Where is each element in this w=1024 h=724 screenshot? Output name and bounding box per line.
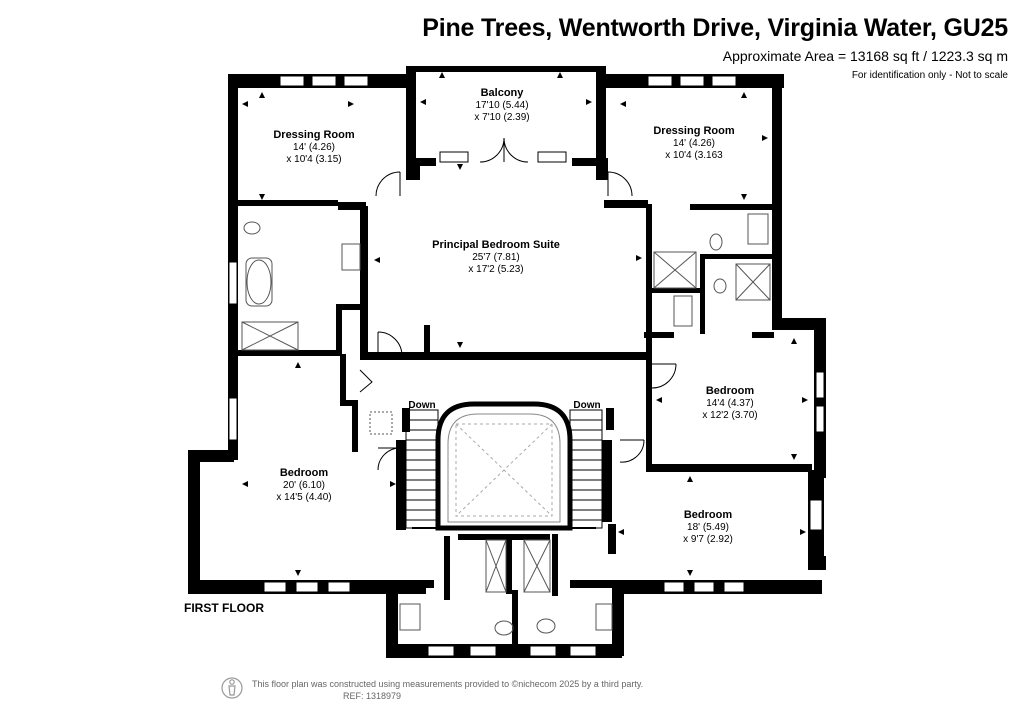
svg-text:17'10 (5.44): 17'10 (5.44) bbox=[475, 100, 528, 111]
shower-right-1 bbox=[653, 251, 697, 289]
svg-text:Bedroom: Bedroom bbox=[280, 467, 329, 479]
room-label-dressing-right: Dressing Room 14' (4.26) x 10'4 (3.163 bbox=[653, 125, 735, 161]
page-title: Pine Trees, Wentworth Drive, Virginia Wa… bbox=[422, 14, 1008, 42]
svg-text:Bedroom: Bedroom bbox=[684, 509, 733, 521]
svg-text:x 12'2 (3.70): x 12'2 (3.70) bbox=[702, 410, 757, 421]
svg-text:x 10'4 (3.163: x 10'4 (3.163 bbox=[665, 150, 723, 161]
shower-bottom-1 bbox=[485, 539, 507, 593]
wc-left bbox=[243, 221, 261, 235]
dimension-markers bbox=[242, 72, 808, 576]
svg-text:x 10'4 (3.15): x 10'4 (3.15) bbox=[286, 154, 341, 165]
wc-right bbox=[709, 233, 723, 251]
person-outline-icon bbox=[221, 677, 243, 699]
svg-text:x 7'10 (2.39): x 7'10 (2.39) bbox=[474, 112, 529, 123]
svg-text:Dressing Room: Dressing Room bbox=[273, 129, 355, 141]
scale-note: For identification only - Not to scale bbox=[851, 70, 1008, 81]
stair-treads-right bbox=[570, 419, 602, 521]
room-label-bedroom-left: Bedroom 20' (6.10) x 14'5 (4.40) bbox=[276, 467, 331, 503]
footer-ref: REF: 1318979 bbox=[343, 691, 402, 701]
room-label-bedroom-right-upper: Bedroom 14'4 (4.37) x 12'2 (3.70) bbox=[702, 385, 757, 421]
wc-bottom-2 bbox=[536, 618, 556, 634]
svg-text:18' (5.49): 18' (5.49) bbox=[687, 522, 729, 533]
staircase bbox=[405, 401, 603, 531]
stairs-down-right-label: Down bbox=[573, 400, 600, 411]
shower-tray-left bbox=[241, 321, 299, 351]
internal-walls bbox=[238, 158, 812, 644]
svg-text:x 9'7 (2.92): x 9'7 (2.92) bbox=[683, 534, 733, 545]
svg-text:x 14'5 (4.40): x 14'5 (4.40) bbox=[276, 492, 331, 503]
room-label-bedroom-right-lower: Bedroom 18' (5.49) x 9'7 (2.92) bbox=[683, 509, 733, 545]
svg-text:14' (4.26): 14' (4.26) bbox=[673, 138, 715, 149]
svg-text:Bedroom: Bedroom bbox=[706, 385, 755, 397]
svg-text:Principal Bedroom Suite: Principal Bedroom Suite bbox=[432, 239, 560, 251]
svg-text:Balcony: Balcony bbox=[481, 87, 525, 99]
svg-text:Dressing Room: Dressing Room bbox=[653, 125, 735, 137]
shower-bottom-2 bbox=[523, 539, 551, 593]
room-label-balcony: Balcony 17'10 (5.44) x 7'10 (2.39) bbox=[474, 87, 529, 123]
svg-text:20' (6.10): 20' (6.10) bbox=[283, 480, 325, 491]
svg-text:x 17'2 (5.23): x 17'2 (5.23) bbox=[468, 264, 523, 275]
shower-right-2 bbox=[735, 263, 771, 301]
room-label-principal: Principal Bedroom Suite 25'7 (7.81) x 17… bbox=[432, 239, 560, 275]
stair-treads-left bbox=[406, 419, 438, 521]
svg-text:25'7 (7.81): 25'7 (7.81) bbox=[472, 252, 520, 263]
footer-disclaimer: This floor plan was constructed using me… bbox=[252, 679, 644, 689]
doors bbox=[359, 137, 677, 471]
svg-text:14'4 (4.37): 14'4 (4.37) bbox=[706, 398, 754, 409]
stairs-down-left-label: Down bbox=[408, 400, 435, 411]
svg-text:14' (4.26): 14' (4.26) bbox=[293, 142, 335, 153]
bath-tub bbox=[246, 259, 272, 305]
windows bbox=[228, 75, 825, 657]
floor-label: FIRST FLOOR bbox=[184, 601, 264, 615]
area-text: Approximate Area = 13168 sq ft / 1223.3 … bbox=[722, 48, 1008, 64]
room-label-dressing-left: Dressing Room 14' (4.26) x 10'4 (3.15) bbox=[273, 129, 355, 165]
bathroom-fixtures bbox=[241, 213, 771, 636]
wc-bottom-1 bbox=[494, 620, 514, 636]
